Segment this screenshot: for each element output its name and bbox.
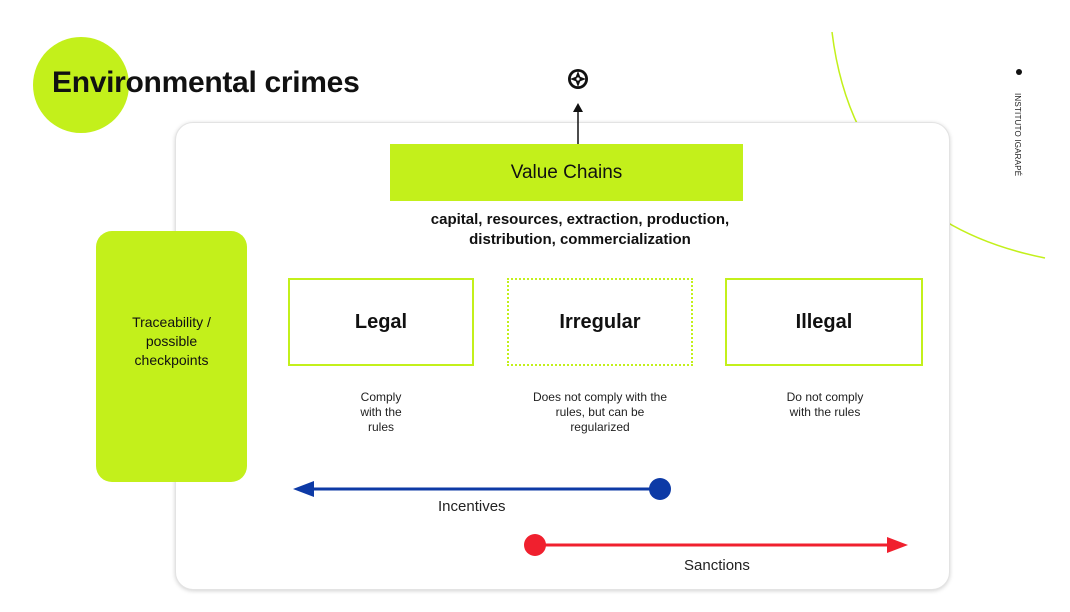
category-legal-box: Legal xyxy=(288,278,474,366)
category-illegal-box: Illegal xyxy=(725,278,923,366)
sanctions-arrow xyxy=(524,534,908,556)
sanctions-label: Sanctions xyxy=(684,557,750,574)
brand-name: INSTITUTO IGARAPÉ xyxy=(1013,93,1022,177)
value-chains-box: Value Chains xyxy=(390,144,743,201)
category-legal-description: Comply with the rules xyxy=(360,390,402,434)
traceability-label: Traceability / possible checkpoints xyxy=(132,314,211,368)
traceability-box: Traceability / possible checkpoints xyxy=(96,231,247,482)
category-illegal-description: Do not comply with the rules xyxy=(786,390,864,419)
category-irregular-description: Does not comply with the rules, but can … xyxy=(532,390,668,434)
category-irregular-box: Irregular xyxy=(507,278,693,366)
brand-dot xyxy=(1016,69,1022,75)
page-title: Environmental crimes xyxy=(52,66,360,99)
value-chains-label: Value Chains xyxy=(510,161,623,183)
compass-icon xyxy=(568,69,588,89)
incentives-label: Incentives xyxy=(438,498,506,515)
title-circle xyxy=(33,37,129,133)
incentives-arrow xyxy=(293,478,671,500)
up-arrow-head xyxy=(573,103,583,112)
value-chains-description: capital, resources, extraction, producti… xyxy=(430,211,730,248)
